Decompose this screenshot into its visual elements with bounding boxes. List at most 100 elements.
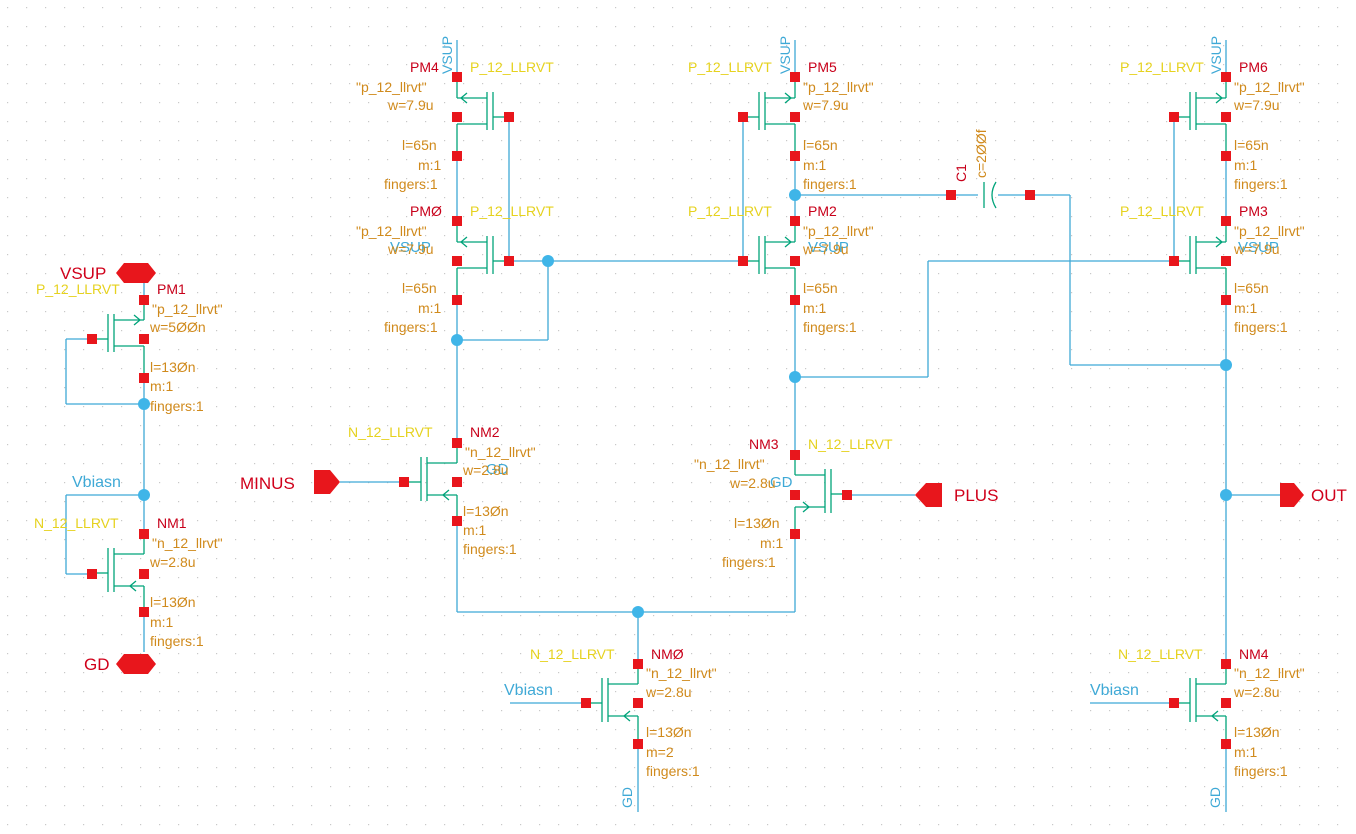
width-pm0: w=7.9u xyxy=(387,241,434,257)
pin xyxy=(504,112,514,122)
pin xyxy=(1221,295,1231,305)
instance-name-nm1: NM1 xyxy=(157,515,187,531)
cell-name-pm4: P_12_LLRVT xyxy=(470,59,554,75)
pin xyxy=(790,529,800,539)
pins xyxy=(87,72,1231,749)
multiplier-pm3: m:1 xyxy=(1234,300,1258,316)
net-label-vsup: VSUP xyxy=(1238,239,1279,256)
pin xyxy=(1221,112,1231,122)
model-pm0: "p_12_llrvt" xyxy=(356,223,427,239)
width-nm0: w=2.8u xyxy=(645,684,692,700)
cell-name-pm2: P_12_LLRVT xyxy=(688,203,772,219)
port-label-plus: PLUS xyxy=(954,486,998,505)
pin xyxy=(452,477,462,487)
pin xyxy=(139,529,149,539)
width-nm3: w=2.8u xyxy=(729,475,776,491)
net-label-vsup: VSUP xyxy=(1208,36,1224,74)
capacitor-name: C1 xyxy=(953,164,969,182)
fingers-nm1: fingers:1 xyxy=(150,633,204,649)
junction xyxy=(138,489,150,501)
fingers-pm4: fingers:1 xyxy=(384,176,438,192)
pin xyxy=(633,739,643,749)
pin xyxy=(139,569,149,579)
multiplier-nm0: m=2 xyxy=(646,744,674,760)
net-label-vbiasn: Vbiasn xyxy=(504,682,553,699)
net-label-gd: GD xyxy=(1207,787,1223,808)
fingers-pm6: fingers:1 xyxy=(1234,176,1288,192)
length-pm5: l=65n xyxy=(803,137,838,153)
pin xyxy=(139,295,149,305)
instance-name-pm3: PM3 xyxy=(1239,203,1268,219)
length-pm0: l=65n xyxy=(402,280,437,296)
pmos-symbol xyxy=(456,78,509,156)
net-label-vbiasn: Vbiasn xyxy=(1090,682,1139,699)
cell-name-pm3: P_12_LLRVT xyxy=(1120,203,1204,219)
pin xyxy=(790,112,800,122)
vsup-port-shape xyxy=(116,263,156,283)
pin xyxy=(139,373,149,383)
width-pm6: w=7.9u xyxy=(1233,97,1280,113)
junction xyxy=(542,255,554,267)
pin xyxy=(139,334,149,344)
model-pm3: "p_12_llrvt" xyxy=(1234,223,1305,239)
junctions xyxy=(138,189,1232,618)
length-nm3: l=13Øn xyxy=(734,515,780,531)
instance-name-nm0: NMØ xyxy=(651,646,684,662)
multiplier-nm2: m:1 xyxy=(463,522,487,538)
pin xyxy=(1221,256,1231,266)
port-label-out: OUT xyxy=(1311,486,1347,505)
pin xyxy=(452,112,462,122)
multiplier-pm4: m:1 xyxy=(418,157,442,173)
length-nm0: l=13Øn xyxy=(646,724,692,740)
cell-name-pm0: P_12_LLRVT xyxy=(470,203,554,219)
pin xyxy=(790,295,800,305)
model-pm5: "p_12_llrvt" xyxy=(803,79,874,95)
width-pm3: w=7.9u xyxy=(1233,241,1280,257)
pin xyxy=(790,151,800,161)
pin xyxy=(452,438,462,448)
length-pm6: l=65n xyxy=(1234,137,1269,153)
pin xyxy=(1169,256,1179,266)
junction xyxy=(451,334,463,346)
instance-name-pm0: PMØ xyxy=(410,203,442,219)
instance-name-pm1: PM1 xyxy=(157,281,186,297)
multiplier-pm5: m:1 xyxy=(803,157,827,173)
length-pm4: l=65n xyxy=(402,137,437,153)
net-label-gd: GD xyxy=(486,461,509,478)
cell-name-nm3: N_12_LLRVT xyxy=(808,436,893,452)
pin xyxy=(1221,659,1231,669)
model-pm2: "p_12_llrvt" xyxy=(803,223,874,239)
instance-name-pm5: PM5 xyxy=(808,59,837,75)
pin xyxy=(1169,698,1179,708)
junction xyxy=(789,189,801,201)
minus-port-shape xyxy=(314,470,340,494)
fingers-nm2: fingers:1 xyxy=(463,541,517,557)
pin xyxy=(581,698,591,708)
pin xyxy=(790,72,800,82)
pin xyxy=(1025,190,1035,200)
length-nm1: l=13Øn xyxy=(150,594,196,610)
pin xyxy=(946,190,956,200)
port-label-minus: MINUS xyxy=(240,474,295,493)
plus-port-shape xyxy=(915,483,942,507)
length-nm4: l=13Øn xyxy=(1234,724,1280,740)
model-nm3: "n_12_llrvt" xyxy=(694,456,765,472)
instance-name-nm3: NM3 xyxy=(749,436,779,452)
pin xyxy=(790,490,800,500)
pin xyxy=(633,659,643,669)
cell-name-pm6: P_12_LLRVT xyxy=(1120,59,1204,75)
multiplier-pm1: m:1 xyxy=(150,378,174,394)
out-port-shape xyxy=(1280,483,1304,507)
pin xyxy=(790,450,800,460)
junction xyxy=(632,606,644,618)
pin xyxy=(738,256,748,266)
multiplier-nm3: m:1 xyxy=(760,535,784,551)
pin xyxy=(399,477,409,487)
width-nm4: w=2.8u xyxy=(1233,684,1280,700)
gd-port-shape xyxy=(116,654,156,674)
model-nm1: "n_12_llrvt" xyxy=(152,535,223,551)
width-pm4: w=7.9u xyxy=(387,97,434,113)
pin xyxy=(452,216,462,226)
width-pm2: w=7.9u xyxy=(802,241,849,257)
